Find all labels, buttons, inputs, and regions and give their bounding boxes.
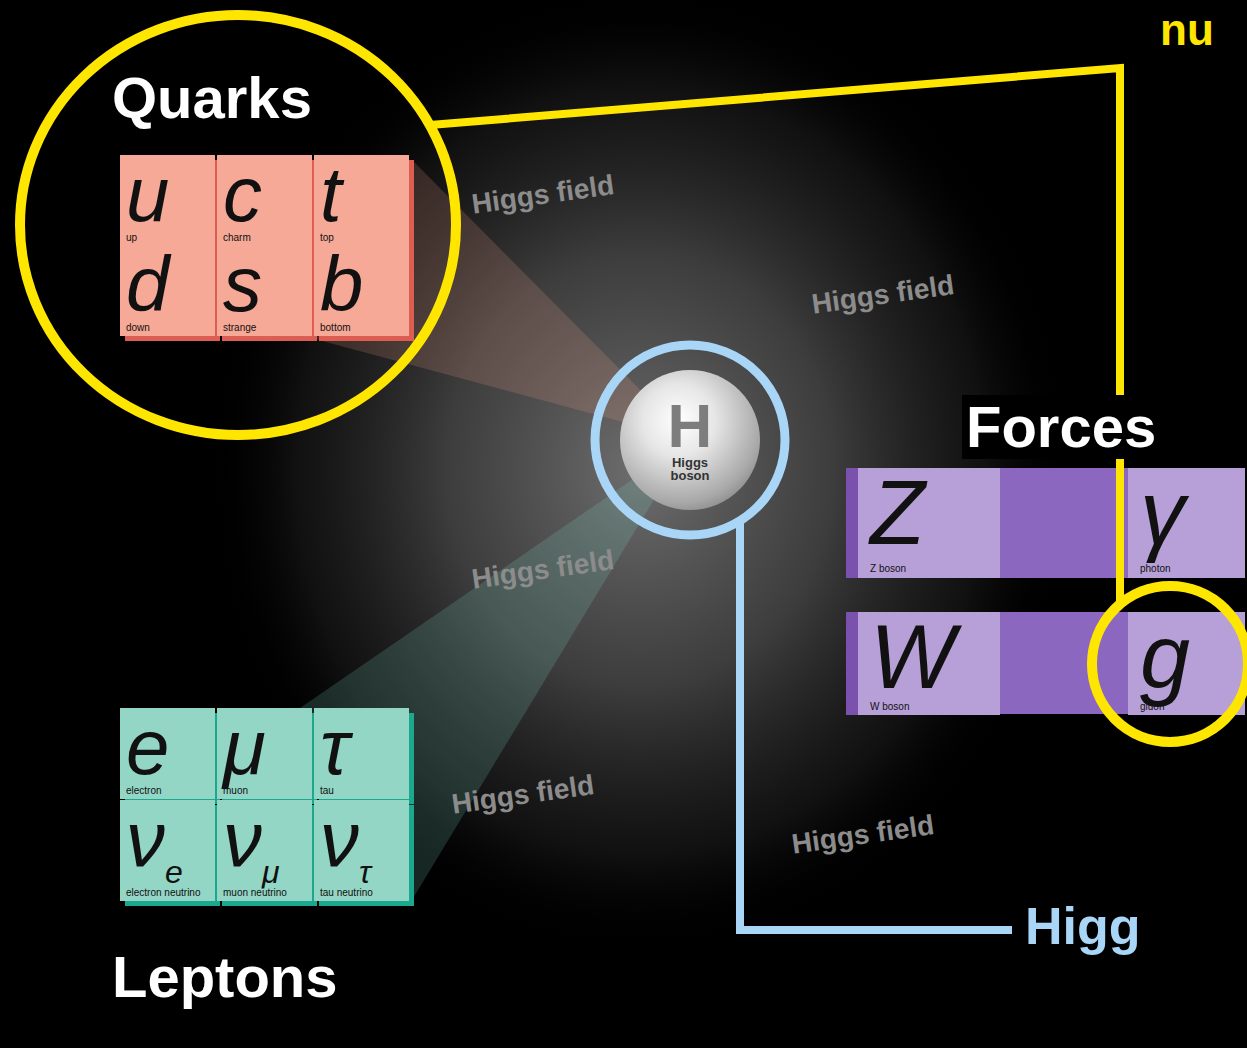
group-heading: Forces xyxy=(962,395,1160,459)
particle-symbol: d xyxy=(126,240,169,328)
symbol-line: s xyxy=(223,247,262,321)
symbol-line: e xyxy=(126,710,169,784)
particle-name: gluon xyxy=(1140,701,1164,713)
quark-box: uup xyxy=(120,155,215,246)
quark-box: bbottom xyxy=(314,245,409,336)
watermark: Higgs field xyxy=(470,545,616,595)
symbol-line: W xyxy=(870,615,955,701)
symbol-line: μ xyxy=(223,710,266,784)
symbol-line: νμ xyxy=(223,802,280,887)
group-heading: Quarks xyxy=(112,66,312,130)
symbol-line: νe xyxy=(126,802,183,887)
particle-name: Z boson xyxy=(870,563,906,575)
cube-side-face xyxy=(1000,612,1128,714)
symbol-line: ντ xyxy=(320,802,371,887)
watermark: Higgs field xyxy=(810,270,956,320)
particle-symbol: ν xyxy=(320,795,359,883)
lepton-box: νeelectron neutrino xyxy=(120,800,215,901)
particle-name: Higgs boson xyxy=(660,456,720,483)
particle-name: muon neutrino xyxy=(223,887,287,899)
leader-line xyxy=(430,68,1120,604)
callout-text: Higg xyxy=(1025,898,1141,955)
particle-symbol: ν xyxy=(126,795,165,883)
particle-subscript: μ xyxy=(262,854,280,890)
force-box: γ photon xyxy=(1128,468,1245,578)
symbol-line: d xyxy=(126,247,169,321)
particle-symbol: γ xyxy=(1140,463,1185,563)
symbol-line: t xyxy=(320,157,342,231)
symbol-line: γ xyxy=(1140,471,1185,557)
particle-name: tau neutrino xyxy=(320,887,373,899)
particle-symbol: c xyxy=(223,150,262,238)
particle-symbol: t xyxy=(320,150,342,238)
lepton-box: τtau xyxy=(314,708,409,799)
lepton-beam xyxy=(300,440,690,900)
highlight-circle xyxy=(595,345,785,535)
particle-symbol: s xyxy=(223,240,262,328)
particle-subscript: τ xyxy=(359,854,371,890)
watermark: Higgs field xyxy=(470,170,616,220)
force-box: Z Z boson xyxy=(858,468,1000,578)
particle-name: photon xyxy=(1140,563,1171,575)
quark-box: ttop xyxy=(314,155,409,246)
particle-symbol: μ xyxy=(223,703,266,791)
higgs-field-cloud xyxy=(210,0,1070,950)
force-box: ggluon xyxy=(1128,612,1245,715)
particle-symbol: H xyxy=(668,397,713,456)
particle-symbol: τ xyxy=(320,703,349,791)
particle-symbol: Z xyxy=(870,463,925,563)
leader-line xyxy=(740,521,1012,930)
symbol-line: τ xyxy=(320,710,349,784)
lepton-box: νμmuon neutrino xyxy=(217,800,312,901)
particle-subscript: e xyxy=(165,854,183,890)
particle-symbol: W xyxy=(870,607,955,707)
symbol-line: Z xyxy=(870,471,925,557)
particle-symbol: u xyxy=(126,150,169,238)
symbol-line: b xyxy=(320,247,363,321)
quark-box: ccharm xyxy=(217,155,312,246)
symbol-line: g xyxy=(1140,615,1190,701)
particle-name: strange xyxy=(223,322,256,334)
symbol-line: u xyxy=(126,157,169,231)
quark-box: sstrange xyxy=(217,245,312,336)
particle-name: down xyxy=(126,322,150,334)
particle-name: W boson xyxy=(870,701,909,713)
highlight-ellipse xyxy=(20,15,456,435)
group-heading: Leptons xyxy=(112,945,338,1009)
particle-symbol: ν xyxy=(223,795,262,883)
quark-box: ddown xyxy=(120,245,215,336)
watermark: Higgs field xyxy=(450,770,596,820)
particle-symbol: g xyxy=(1140,607,1190,707)
lepton-box: eelectron xyxy=(120,708,215,799)
force-box: WW boson xyxy=(858,612,1000,715)
particle-symbol: e xyxy=(126,703,169,791)
callout-text: nu xyxy=(1160,6,1214,54)
lepton-box: ντtau neutrino xyxy=(314,800,409,901)
symbol-line: c xyxy=(223,157,262,231)
particle-name: bottom xyxy=(320,322,351,334)
highlight-circle xyxy=(1092,586,1247,742)
particle-symbol: b xyxy=(320,240,363,328)
cube-side-face xyxy=(1000,468,1128,578)
particle-name: electron neutrino xyxy=(126,887,201,899)
lepton-box: μmuon xyxy=(217,708,312,799)
watermark: Higgs field xyxy=(790,810,936,860)
higgs-sphere: HHiggs boson xyxy=(620,370,760,510)
